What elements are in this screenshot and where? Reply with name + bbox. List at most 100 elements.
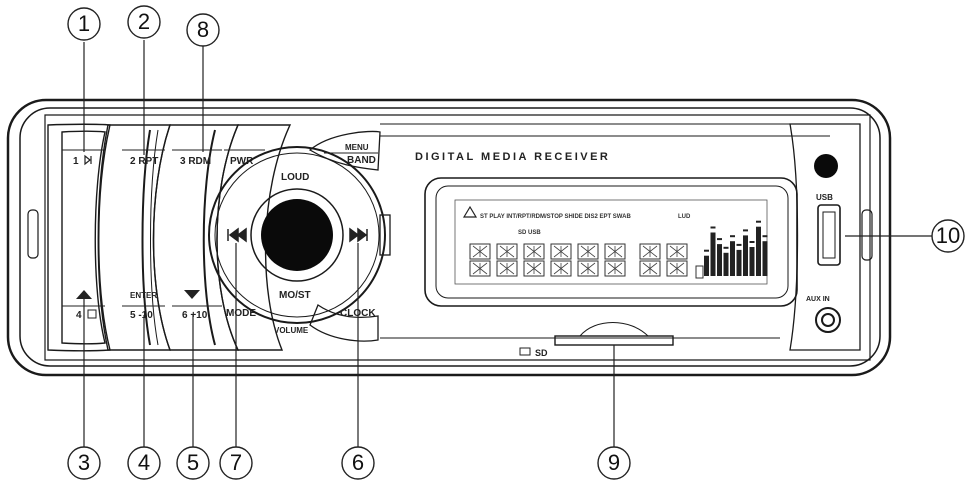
pwr-button[interactable]: PWR — [224, 149, 265, 167]
eq-bar — [756, 226, 761, 276]
lcd-char-cell — [523, 243, 545, 277]
lcd-char-cell — [666, 243, 688, 277]
port-panel — [789, 123, 861, 351]
eq-bars — [704, 220, 768, 276]
lcd-small-digit — [695, 265, 704, 279]
preset-3-button[interactable]: 3 RDM — [172, 149, 222, 167]
eq-peak — [743, 229, 748, 232]
svg-text:6 +10: 6 +10 — [182, 310, 208, 321]
usb-port[interactable]: USB — [816, 193, 841, 266]
eq-peak — [756, 220, 761, 223]
callout-markers: 1 2 8 3 4 5 7 6 9 10 — [67, 5, 965, 480]
eq-peak — [704, 249, 709, 252]
eq-peak — [762, 235, 768, 238]
eq-bar — [736, 249, 742, 276]
svg-text:PWR: PWR — [230, 156, 254, 167]
svg-text:ENTER: ENTER — [130, 291, 157, 300]
volume-knob[interactable]: LOUD MO/ST — [208, 146, 386, 324]
svg-text:USB: USB — [816, 193, 833, 202]
knob-center[interactable] — [261, 199, 333, 271]
warning-icon — [462, 205, 478, 218]
callout-number: 8 — [197, 17, 209, 42]
svg-text:5 -10: 5 -10 — [130, 310, 153, 321]
svg-text:LOUD: LOUD — [281, 172, 309, 183]
svg-text:3 RDM: 3 RDM — [180, 156, 211, 167]
lcd-char-cell — [469, 243, 491, 277]
lcd-char-cell — [550, 243, 572, 277]
svg-text:BAND: BAND — [347, 155, 376, 166]
callout-1: 1 — [67, 7, 101, 41]
ir-sensor — [814, 154, 838, 178]
svg-text:1: 1 — [73, 156, 79, 167]
sd-card-slot[interactable]: SD — [519, 322, 674, 359]
callout-number: 9 — [608, 450, 620, 475]
preset-6-button[interactable]: 6 +10 — [172, 290, 222, 321]
callout-8: 8 — [186, 13, 220, 47]
callout-number: 6 — [352, 450, 364, 475]
lcd-char-cell — [604, 243, 626, 277]
eq-peak — [710, 226, 716, 229]
down-arrow-icon — [184, 290, 200, 299]
stop-icon — [87, 309, 97, 319]
eq-peak — [730, 235, 735, 238]
callout-number: 5 — [187, 450, 199, 475]
lcd-indicators: ST PLAY INT/RPT/RDM/STOP SHIDE DIS2 EPT … — [480, 214, 631, 220]
play-pause-icon — [84, 154, 92, 166]
callout-number: 10 — [936, 223, 960, 248]
eq-bar — [704, 255, 709, 276]
preset-row-top: 1 2 RPT 3 RDM PWR — [62, 149, 265, 167]
eq-peak — [723, 246, 729, 249]
callout-9: 9 — [597, 446, 631, 480]
band-button[interactable]: MENU BAND — [308, 130, 381, 171]
eq-bar — [717, 244, 722, 276]
callout-number: 2 — [138, 9, 150, 34]
svg-text:AUX IN: AUX IN — [806, 296, 830, 303]
preset-4-button[interactable]: 4 — [76, 309, 97, 321]
lcd-char-cell — [577, 243, 599, 277]
preset-row-bottom: 4 ENTER 5 -10 6 +10 MODE — [62, 290, 256, 321]
mode-button[interactable]: MODE — [226, 308, 256, 319]
callout-10: 10 — [931, 219, 965, 253]
svg-text:MO/ST: MO/ST — [279, 290, 311, 301]
callout-3: 3 — [67, 446, 101, 480]
eject-icon — [76, 290, 92, 299]
eq-peak — [717, 238, 722, 241]
lcd-char-cell — [496, 243, 518, 277]
callout-5: 5 — [176, 446, 210, 480]
aux-in-port[interactable]: AUX IN — [806, 296, 841, 333]
lcd-char-cell — [639, 243, 661, 277]
callout-number: 1 — [78, 11, 90, 36]
callout-number: 4 — [138, 450, 150, 475]
button-bank — [47, 123, 292, 352]
eq-peak — [749, 241, 755, 243]
skip-next-icon[interactable] — [349, 227, 368, 243]
eq-bar — [710, 232, 716, 276]
eq-bar — [730, 241, 735, 276]
lcd-segments — [469, 243, 704, 279]
eq-bar — [743, 235, 748, 276]
callout-number: 7 — [230, 450, 242, 475]
svg-text:4: 4 — [76, 310, 82, 321]
preset-5-button[interactable]: ENTER 5 -10 — [122, 291, 165, 321]
svg-text:MODE: MODE — [226, 308, 256, 319]
faceplate — [6, 98, 892, 377]
eq-bar — [723, 252, 729, 276]
sd-icon — [519, 347, 531, 356]
release-latch[interactable] — [379, 214, 391, 256]
svg-text:VOLUME: VOLUME — [274, 326, 309, 335]
callout-7: 7 — [219, 446, 253, 480]
lcd-right-label: LUD — [678, 214, 691, 220]
device-title: DIGITAL MEDIA RECEIVER — [415, 151, 610, 163]
svg-text:2 RPT: 2 RPT — [130, 156, 158, 167]
callout-lines — [83, 40, 932, 447]
callout-6: 6 — [341, 446, 375, 480]
preset-1-button[interactable]: 1 — [62, 149, 105, 167]
callout-number: 3 — [78, 450, 90, 475]
svg-text:MENU: MENU — [345, 143, 369, 152]
lcd-sub-indicators: SD USB — [518, 230, 541, 236]
eq-bar — [762, 241, 768, 276]
callout-4: 4 — [127, 446, 161, 480]
skip-previous-icon[interactable] — [227, 227, 247, 243]
eq-peak — [736, 243, 742, 246]
